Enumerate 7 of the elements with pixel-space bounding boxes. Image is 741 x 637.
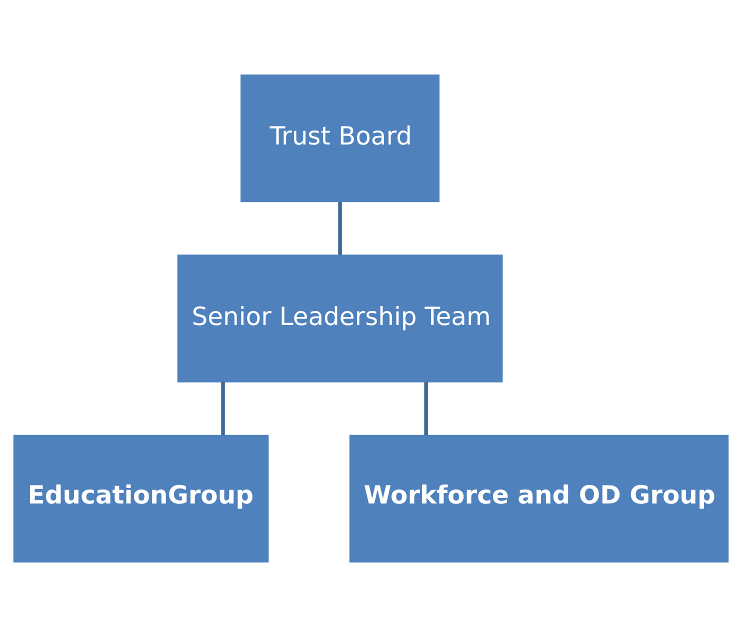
node-box: Trust Board (240, 74, 440, 202)
connector (338, 202, 342, 255)
node-box: EducationGroup (12, 434, 268, 563)
node-box: Senior Leadership Team (176, 254, 502, 382)
node-box: Workforce and OD Group (348, 434, 728, 563)
connector (424, 382, 428, 436)
connector (220, 382, 224, 436)
